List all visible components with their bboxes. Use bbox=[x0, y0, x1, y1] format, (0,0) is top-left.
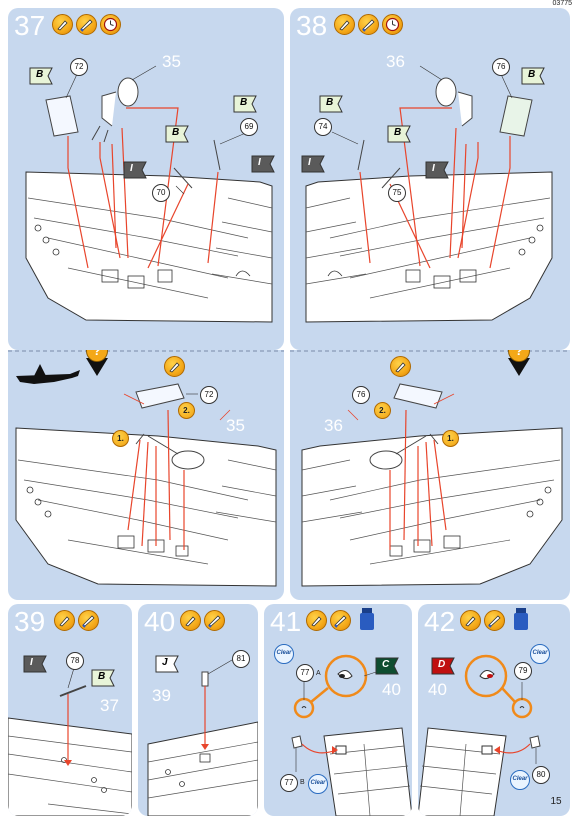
flag-B: B bbox=[165, 125, 190, 147]
callout-77: 77 bbox=[296, 664, 314, 682]
paint-jar-icon bbox=[514, 608, 528, 630]
callout-80: 80 bbox=[532, 766, 550, 784]
document-id: 03775 bbox=[552, 0, 572, 7]
clear-paint-badge: Clear bbox=[308, 774, 328, 794]
wing-drawing bbox=[305, 65, 553, 323]
part-label-35: 35 bbox=[162, 52, 181, 71]
part-label-36: 36 bbox=[386, 52, 405, 71]
glue-icon bbox=[306, 610, 327, 631]
help-toggle[interactable]: ? bbox=[508, 350, 530, 376]
order-2: 2. bbox=[178, 402, 195, 419]
part-72 bbox=[135, 383, 185, 409]
callout-81: 81 bbox=[232, 650, 250, 668]
part-label-39: 39 bbox=[152, 686, 171, 705]
flag-I: I bbox=[251, 155, 276, 177]
part-label-37: 37 bbox=[100, 696, 119, 715]
flag-C: C bbox=[375, 657, 400, 679]
flag-I: I bbox=[301, 155, 326, 177]
detail-drawing bbox=[418, 654, 541, 816]
wing-drawing bbox=[8, 667, 132, 816]
order-1: 1. bbox=[112, 430, 129, 447]
order-1: 1. bbox=[442, 430, 459, 447]
clear-paint-badge: Clear bbox=[510, 770, 530, 790]
callout-77: 77 bbox=[280, 774, 298, 792]
wing-drawing bbox=[15, 383, 277, 587]
step-number: 42 bbox=[424, 606, 456, 637]
paint-brush-icon bbox=[76, 14, 97, 35]
step-number: 41 bbox=[270, 606, 302, 637]
glue-icon bbox=[180, 610, 201, 631]
callout-76: 76 bbox=[352, 386, 370, 404]
flag-B: B bbox=[233, 95, 258, 117]
part-label-36: 36 bbox=[324, 416, 343, 435]
glue-icon bbox=[54, 610, 75, 631]
paint-brush-icon bbox=[78, 610, 99, 631]
side-label-a: A bbox=[316, 670, 321, 677]
panel-mid-right: ? 76 2. 1. 36 bbox=[290, 350, 570, 600]
aircraft-silhouette-icon bbox=[16, 364, 80, 384]
panel-step-42: 42 D Clear 79 40 80 Clear bbox=[418, 604, 570, 816]
callout-72: 72 bbox=[70, 58, 88, 76]
panel-step-40: 40 J 81 39 bbox=[138, 604, 258, 816]
flag-B: B bbox=[319, 95, 344, 117]
callout-76: 76 bbox=[492, 58, 510, 76]
flag-B: B bbox=[91, 669, 116, 691]
clock-icon bbox=[100, 14, 121, 35]
flag-I: I bbox=[23, 655, 48, 677]
clock-icon bbox=[382, 14, 403, 35]
flag-B: B bbox=[387, 125, 412, 147]
callout-69: 69 bbox=[240, 118, 258, 136]
paint-jar-icon bbox=[360, 608, 374, 630]
panel-mid-left: ? 72 2. 1. 35 bbox=[8, 350, 284, 600]
panel-step-37: 37 72 35 69 70 bbox=[8, 8, 284, 350]
detail-drawing bbox=[291, 654, 412, 816]
panel-step-38: 38 36 76 74 75 B B B I bbox=[290, 8, 570, 350]
callout-74: 74 bbox=[314, 118, 332, 136]
paint-brush-icon bbox=[358, 14, 379, 35]
page-number: 15 bbox=[544, 791, 568, 813]
paint-brush-icon bbox=[330, 610, 351, 631]
part-label-40: 40 bbox=[428, 680, 447, 699]
step-number: 38 bbox=[296, 10, 328, 41]
flag-I: I bbox=[425, 161, 450, 183]
flag-B: B bbox=[521, 67, 546, 89]
part-label-35: 35 bbox=[226, 416, 245, 435]
wing-drawing bbox=[147, 659, 258, 816]
dashed-divider bbox=[8, 350, 284, 352]
flag-I: I bbox=[123, 161, 148, 183]
callout-72: 72 bbox=[200, 386, 218, 404]
flag-B: B bbox=[29, 67, 54, 89]
wing-drawing bbox=[301, 383, 563, 587]
part-72 bbox=[45, 95, 79, 137]
part-76 bbox=[499, 95, 533, 137]
callout-70: 70 bbox=[152, 184, 170, 202]
glue-icon bbox=[390, 356, 411, 377]
flag-D: D bbox=[431, 657, 456, 679]
step-number: 39 bbox=[14, 606, 46, 637]
panel-step-39: 39 78 I B 37 bbox=[8, 604, 132, 816]
step-number: 37 bbox=[14, 10, 46, 41]
part-76 bbox=[393, 383, 443, 409]
side-label-b: B bbox=[300, 779, 305, 786]
panel-step-41: 41 Clear 77 A C 40 77 B Clear bbox=[264, 604, 412, 816]
glue-icon bbox=[52, 14, 73, 35]
part-label-40: 40 bbox=[382, 680, 401, 699]
clear-paint-badge: Clear bbox=[274, 644, 294, 664]
callout-78: 78 bbox=[66, 652, 84, 670]
glue-icon bbox=[334, 14, 355, 35]
wing-drawing bbox=[25, 65, 273, 323]
callout-75: 75 bbox=[388, 184, 406, 202]
glue-icon bbox=[460, 610, 481, 631]
paint-brush-icon bbox=[204, 610, 225, 631]
clear-paint-badge: Clear bbox=[530, 644, 550, 664]
glue-icon bbox=[164, 356, 185, 377]
callout-79: 79 bbox=[514, 662, 532, 680]
paint-brush-icon bbox=[484, 610, 505, 631]
order-2: 2. bbox=[374, 402, 391, 419]
step-number: 40 bbox=[144, 606, 176, 637]
flag-J: J bbox=[155, 655, 180, 677]
help-toggle[interactable]: ? bbox=[86, 350, 108, 376]
